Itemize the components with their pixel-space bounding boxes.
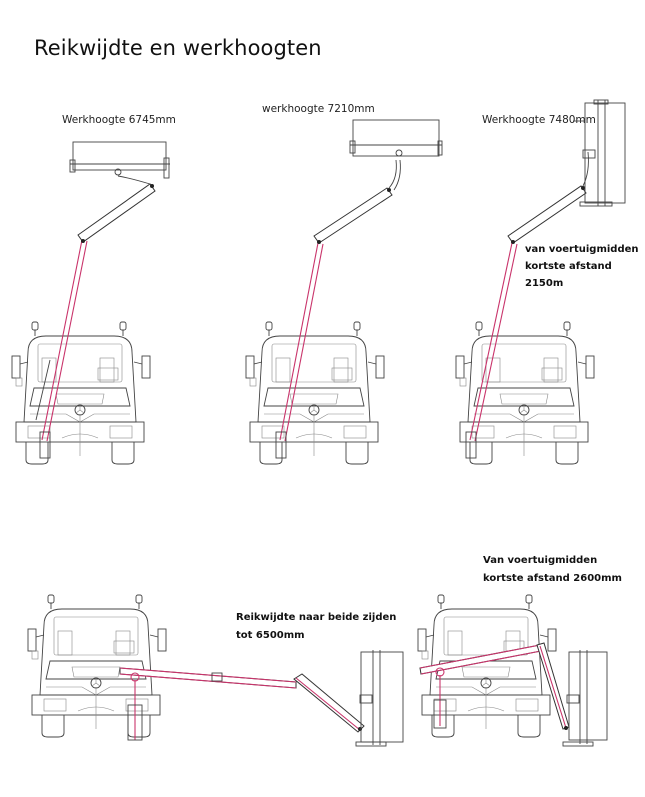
mower-head <box>349 119 443 157</box>
work-height-label-3: Werkhoogte 7480mm <box>482 114 596 126</box>
note-line: 2150m <box>525 278 564 289</box>
mower-head-vertical <box>355 650 404 747</box>
knuckle-boom <box>293 673 365 733</box>
work-height-label-2: werkhoogte 7210mm <box>262 103 375 115</box>
upper-boom <box>313 159 401 244</box>
truck-front-view <box>455 321 595 465</box>
note-line: tot 6500mm <box>236 630 305 641</box>
mower-head-vertical <box>562 650 608 747</box>
truck-front-view <box>11 321 151 465</box>
note-line: Reikwijdte naar beide zijden <box>236 612 397 623</box>
lower-boom <box>275 242 324 459</box>
mower-head <box>69 141 170 185</box>
page-title: Reikwijdte en werkhoogten <box>34 36 322 60</box>
truck-front-view <box>27 594 167 738</box>
telescopic-boom <box>419 644 542 729</box>
truck-diagram-1 <box>11 141 170 465</box>
upper-boom <box>77 183 156 243</box>
note-line: van voertuigmidden <box>525 244 639 255</box>
mower-head-vertical <box>573 99 626 207</box>
truck-diagram-2 <box>245 119 443 465</box>
note-line: kortste afstand <box>525 261 612 272</box>
truck-diagram-4 <box>27 594 404 747</box>
lower-boom <box>35 239 88 459</box>
note-line: kortste afstand 2600mm <box>483 573 622 584</box>
upper-boom <box>507 151 589 244</box>
truck-diagram-5 <box>417 594 608 747</box>
truck-diagram-3 <box>455 99 626 465</box>
lower-boom <box>465 242 518 459</box>
note-line: Van voertuigmidden <box>483 555 598 566</box>
telescopic-boom <box>119 667 297 741</box>
truck-front-view <box>245 321 385 465</box>
work-height-label-1: Werkhoogte 6745mm <box>62 114 176 126</box>
